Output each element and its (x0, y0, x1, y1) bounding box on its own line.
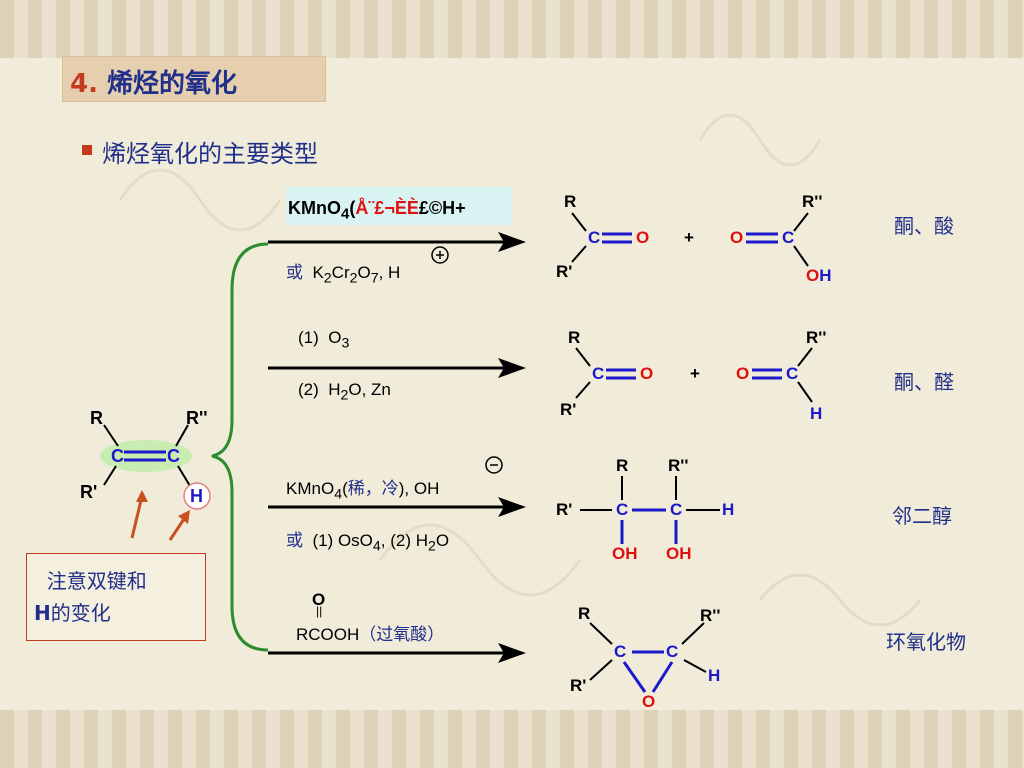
p3-r: R (616, 456, 629, 475)
note-arrow-1 (130, 495, 144, 539)
p3-c-left: C (616, 500, 629, 519)
plus-charge-icon (431, 246, 449, 264)
p3-c-right: C (670, 500, 683, 519)
p1-plus: + (684, 228, 694, 247)
double-bond-highlight (100, 440, 192, 472)
reactant-r-prime: R' (80, 482, 98, 502)
p2-r-prime: R' (560, 400, 577, 419)
bottom-border-band (0, 710, 1024, 768)
p2-o-right: O (736, 364, 750, 383)
reagent-1-alt: 或 K2Cr2O7, H (286, 263, 401, 287)
green-brace (211, 242, 269, 652)
reagent-4-main: RCOOH（过氧酸） (296, 625, 445, 645)
h-highlight (183, 482, 211, 510)
reagent-4-double-bond: || (316, 604, 323, 618)
p4-c-right: C (666, 642, 679, 661)
p1-r: R (564, 192, 577, 211)
p3-r-double-prime: R'' (668, 456, 689, 475)
title-label: 烯烃的氧化 (107, 69, 238, 99)
p1-r-double-prime: R'' (802, 192, 823, 211)
product-class-2: 酮、醛 (894, 370, 954, 394)
p4-r-prime: R' (570, 676, 587, 695)
reagent-3-alt: 或 (1) OsO4, (2) H2O (286, 531, 450, 555)
reagent-highlight-box (286, 187, 512, 225)
page-title: 4. 烯烃的氧化 (70, 63, 237, 100)
p4-o: O (642, 692, 656, 711)
p2-plus: + (690, 364, 700, 383)
top-border-band (0, 0, 1024, 58)
subtitle: 烯烃氧化的主要类型 (102, 140, 318, 168)
p2-c-right: C (786, 364, 799, 383)
reactant-h: H (190, 486, 203, 506)
p1-o-left: O (636, 228, 650, 247)
reactant-r-double-prime: R'' (186, 408, 208, 428)
p3-oh-right: OH (666, 544, 692, 563)
p2-r: R (568, 328, 581, 347)
reactant-r: R (90, 408, 103, 428)
title-number: 4. (70, 69, 98, 99)
reagent-1-main: KMnO4(Å¨£¬ÈÈ£©H+ (288, 198, 466, 223)
p2-o-left: O (640, 364, 654, 383)
p3-oh-left: OH (612, 544, 638, 563)
p1-oh: OH (806, 266, 832, 285)
p4-c-left: C (614, 642, 627, 661)
p3-r-prime: R' (556, 500, 573, 519)
p4-h: H (708, 666, 721, 685)
p3-h: H (722, 500, 735, 519)
p2-c-left: C (592, 364, 605, 383)
product-class-1: 酮、酸 (894, 214, 954, 238)
minus-charge-icon (485, 456, 503, 474)
p2-h: H (810, 404, 823, 423)
title-box (62, 56, 326, 102)
bullet-icon (82, 145, 92, 155)
p2-r-double-prime: R'' (806, 328, 827, 347)
reagent-2-step1: (1) O3 (298, 328, 350, 352)
product-class-4: 环氧化物 (886, 630, 966, 654)
reagent-3-main: KMnO4(稀，冷), OH (286, 479, 440, 503)
product-class-3: 邻二醇 (892, 504, 952, 528)
reagent-2-step2: (2) H2O, Zn (298, 380, 391, 404)
p1-c-left: C (588, 228, 601, 247)
p1-o-right: O (730, 228, 744, 247)
note-text: 注意双键和 H的变化 (34, 565, 202, 629)
note-line-1: 注意双键和 (46, 569, 147, 593)
p1-r-prime: R' (556, 262, 573, 281)
p4-r: R (578, 604, 591, 623)
reactant-c-left: C (111, 446, 124, 466)
note-box (26, 553, 206, 641)
p1-c-right: C (782, 228, 795, 247)
note-line-2: H的变化 (34, 601, 111, 625)
reagent-4-carbonyl-o: O (312, 590, 326, 609)
p4-r-double-prime: R'' (700, 606, 721, 625)
reactant-c-right: C (167, 446, 180, 466)
